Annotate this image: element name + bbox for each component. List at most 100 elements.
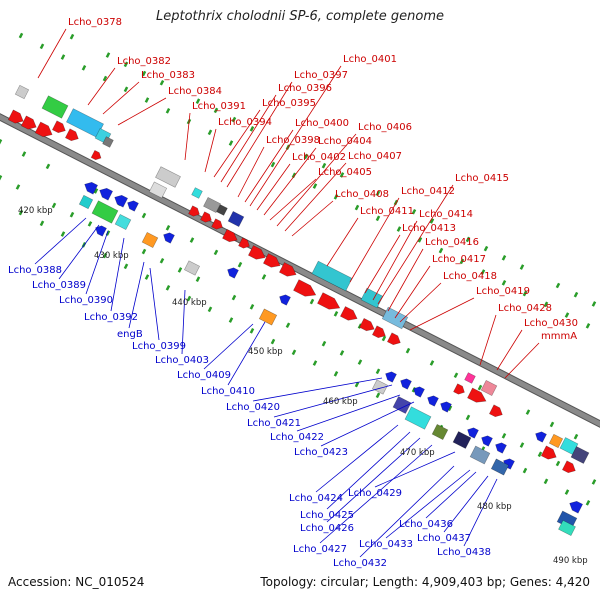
gc-dot xyxy=(519,264,525,270)
gc-dot xyxy=(213,107,219,114)
gene-arrow-forward xyxy=(51,120,66,134)
leader-line-reverse xyxy=(359,465,455,558)
gc-dot xyxy=(291,172,297,179)
leader-line-reverse xyxy=(252,377,383,402)
gene-arrow-forward xyxy=(488,404,503,418)
gene-box xyxy=(404,406,432,430)
gc-dot xyxy=(465,414,471,421)
gene-arrow-forward xyxy=(453,383,465,395)
gene-box xyxy=(558,519,576,537)
gc-dot xyxy=(93,188,99,194)
gc-dot xyxy=(591,301,597,307)
gc-dot xyxy=(60,54,66,60)
leader-line-reverse xyxy=(315,424,399,493)
gc-dot xyxy=(177,267,183,273)
gene-label-reverse: Lcho_0438 xyxy=(437,547,491,558)
axis-tick-label: 470 kbp xyxy=(400,448,435,458)
gc-dot xyxy=(0,139,3,145)
gc-dot xyxy=(333,194,339,200)
gene-label-forward: Lcho_0430 xyxy=(524,318,578,329)
gene-arrow-reverse xyxy=(163,232,175,244)
leader-line-reverse xyxy=(320,401,415,447)
leader-line-forward xyxy=(504,342,540,379)
gc-dot xyxy=(585,500,591,506)
gene-arrow-forward xyxy=(371,325,386,339)
gene-arrow-reverse xyxy=(495,442,507,454)
gc-dot xyxy=(564,312,570,318)
gene-arrow-forward xyxy=(64,128,79,142)
gene-label-reverse: Lcho_0427 xyxy=(293,544,347,555)
gc-dot xyxy=(189,237,195,243)
gene-arrow-forward xyxy=(467,387,487,403)
gene-box xyxy=(102,136,114,148)
axis-tick-label: 420 kbp xyxy=(18,206,53,216)
gene-box xyxy=(431,423,449,441)
leader-line-reverse xyxy=(85,230,109,295)
leader-line-forward xyxy=(213,109,261,178)
leader-line-reverse xyxy=(425,471,477,519)
gene-label-reverse: Lcho_0388 xyxy=(8,265,62,276)
gene-arrow-forward xyxy=(188,205,200,217)
gc-dot xyxy=(21,151,27,157)
leader-line-forward xyxy=(372,220,418,301)
gene-box xyxy=(360,287,384,309)
gc-dot xyxy=(249,328,255,334)
leader-line-forward xyxy=(249,65,342,207)
gene-label-forward: Lcho_0405 xyxy=(318,167,372,178)
gene-label-forward: Lcho_0401 xyxy=(343,54,397,65)
gene-box xyxy=(480,379,498,397)
gc-dot xyxy=(477,384,483,391)
gc-dot xyxy=(429,218,435,224)
gc-dot xyxy=(333,371,339,377)
leader-line-reverse xyxy=(385,469,471,539)
leader-line-forward xyxy=(37,28,67,79)
gene-label-forward: Lcho_0411 xyxy=(360,206,414,217)
gc-dot xyxy=(537,451,543,458)
gene-label-forward: Lcho_0419 xyxy=(476,286,530,297)
gc-dot xyxy=(519,442,525,448)
gene-label-reverse: Lcho_0424 xyxy=(289,493,343,504)
gene-arrow-reverse xyxy=(227,267,239,279)
gc-dot xyxy=(375,190,381,197)
gc-dot xyxy=(231,116,237,123)
gc-dot xyxy=(195,276,201,282)
gene-arrow-forward xyxy=(238,237,250,249)
gene-arrow-reverse xyxy=(427,395,439,407)
leader-line-forward xyxy=(117,97,167,126)
gc-dot xyxy=(123,86,129,93)
gc-dot xyxy=(525,409,531,415)
gene-arrow-forward xyxy=(317,292,341,310)
gene-label-reverse: Lcho_0392 xyxy=(84,312,138,323)
gc-dot xyxy=(573,291,579,298)
gene-label-reverse: Lcho_0432 xyxy=(333,558,387,569)
gene-arrow-reverse xyxy=(127,200,139,212)
leader-line-forward xyxy=(377,184,454,305)
gc-dot xyxy=(60,231,66,237)
gc-dot xyxy=(51,202,57,209)
gc-dot xyxy=(339,172,345,178)
leader-line-reverse xyxy=(227,321,266,386)
gc-dot xyxy=(231,294,237,301)
gene-box xyxy=(311,260,353,292)
gc-dot xyxy=(195,98,201,104)
gene-arrow-forward xyxy=(7,109,24,124)
leader-line-forward xyxy=(102,81,140,115)
gene-box xyxy=(452,431,472,449)
gene-box xyxy=(141,231,159,249)
gene-arrow-reverse xyxy=(413,386,425,398)
gene-label-reverse: Lcho_0437 xyxy=(417,533,471,544)
gene-box xyxy=(392,396,412,414)
gc-dot xyxy=(0,175,3,181)
gc-dot xyxy=(45,163,51,170)
gene-arrow-forward xyxy=(34,121,53,138)
axis-tick-label: 490 kbp xyxy=(553,556,588,566)
leader-line-forward xyxy=(387,248,424,312)
leader-line-forward xyxy=(263,147,317,216)
leader-line-reverse xyxy=(203,323,254,370)
gene-arrow-reverse xyxy=(114,194,129,208)
gc-dot xyxy=(549,421,555,428)
gc-dot xyxy=(69,33,75,40)
gene-arrow-reverse xyxy=(440,401,452,413)
leader-line-forward xyxy=(256,163,291,211)
gc-dot xyxy=(585,323,591,329)
